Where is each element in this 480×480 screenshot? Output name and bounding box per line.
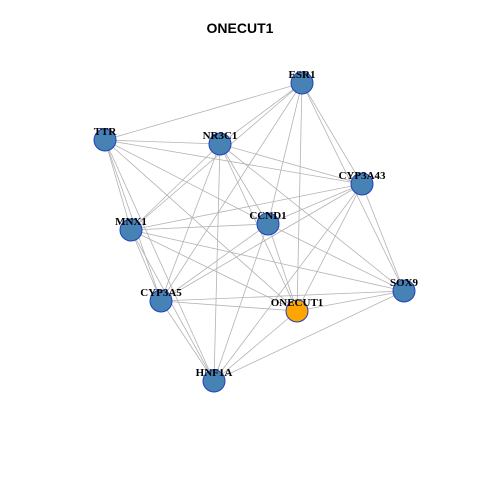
node-label: TTR (94, 126, 118, 138)
edge-ccnd1-sox9 (267, 223, 405, 292)
node-circle[interactable] (392, 279, 416, 303)
edge-mnx1-hnf1a (130, 229, 215, 382)
edge-cyp3a5-sox9 (160, 290, 405, 302)
node-cyp3a5[interactable]: CYP3A5 (140, 287, 182, 313)
edge-layer (104, 82, 405, 382)
edge-nr3c1-mnx1 (130, 143, 221, 231)
edge-ttr-hnf1a (104, 139, 215, 382)
node-label: SOX9 (390, 277, 419, 289)
edge-ttr-mnx1 (104, 139, 132, 231)
edge-nr3c1-sox9 (219, 143, 405, 292)
node-label: CYP3A43 (338, 170, 386, 182)
edge-esr1-ccnd1 (267, 82, 303, 225)
edge-mnx1-sox9 (130, 229, 405, 292)
edge-ccnd1-onecut1 (267, 223, 298, 312)
edge-cyp3a5-onecut1 (160, 300, 298, 312)
node-circle[interactable] (93, 128, 117, 152)
edge-nr3c1-cyp3a43 (219, 143, 363, 185)
node-circle[interactable] (350, 172, 374, 196)
node-label: ONECUT1 (271, 297, 324, 309)
edge-onecut1-hnf1a (213, 310, 298, 382)
edge-esr1-mnx1 (130, 82, 303, 231)
node-label: ESR1 (289, 69, 316, 81)
node-mnx1[interactable]: MNX1 (115, 216, 147, 242)
graph-title: ONECUT1 (206, 20, 274, 36)
edge-nr3c1-hnf1a (213, 143, 221, 382)
node-circle[interactable] (149, 289, 173, 313)
edge-esr1-onecut1 (296, 82, 303, 312)
node-nr3c1[interactable]: NR3C1 (203, 130, 238, 156)
node-hnf1a[interactable]: HNF1A (196, 367, 233, 393)
edge-cyp3a43-ccnd1 (267, 183, 363, 225)
node-label: HNF1A (196, 367, 233, 379)
node-label: NR3C1 (203, 130, 238, 142)
node-cyp3a43[interactable]: CYP3A43 (338, 170, 386, 196)
edge-cyp3a43-hnf1a (213, 183, 363, 382)
edge-cyp3a43-mnx1 (130, 183, 363, 231)
node-circle[interactable] (256, 212, 280, 236)
edge-ttr-onecut1 (104, 139, 298, 312)
node-circle[interactable] (290, 71, 314, 95)
edge-ccnd1-hnf1a (213, 223, 269, 382)
edge-sox9-hnf1a (213, 290, 405, 382)
node-sox9[interactable]: SOX9 (390, 277, 419, 303)
edge-mnx1-cyp3a5 (130, 229, 162, 302)
node-label: CCND1 (249, 210, 286, 222)
edge-nr3c1-ccnd1 (219, 143, 269, 225)
node-esr1[interactable]: ESR1 (289, 69, 316, 95)
edge-cyp3a43-onecut1 (296, 183, 363, 312)
edge-esr1-nr3c1 (219, 82, 303, 145)
edge-ttr-esr1 (104, 82, 303, 141)
edge-cyp3a43-sox9 (361, 183, 405, 292)
edge-mnx1-onecut1 (130, 229, 298, 312)
node-circle[interactable] (285, 299, 309, 323)
edge-nr3c1-cyp3a5 (160, 143, 221, 302)
node-ccnd1[interactable]: CCND1 (249, 210, 287, 236)
edge-ttr-cyp3a43 (104, 139, 363, 185)
edge-cyp3a5-hnf1a (160, 300, 215, 382)
node-circle[interactable] (208, 132, 232, 156)
edge-esr1-cyp3a5 (160, 82, 303, 302)
edge-ttr-nr3c1 (104, 139, 221, 145)
edge-esr1-cyp3a43 (301, 82, 363, 185)
node-circle[interactable] (119, 218, 143, 242)
edge-ccnd1-cyp3a5 (160, 223, 269, 302)
edge-ccnd1-mnx1 (130, 223, 269, 231)
node-ttr[interactable]: TTR (93, 126, 118, 152)
node-label: MNX1 (115, 216, 147, 228)
edge-sox9-onecut1 (296, 290, 405, 312)
node-label: CYP3A5 (140, 287, 182, 299)
node-circle[interactable] (202, 369, 226, 393)
node-onecut1[interactable]: ONECUT1 (271, 297, 324, 323)
